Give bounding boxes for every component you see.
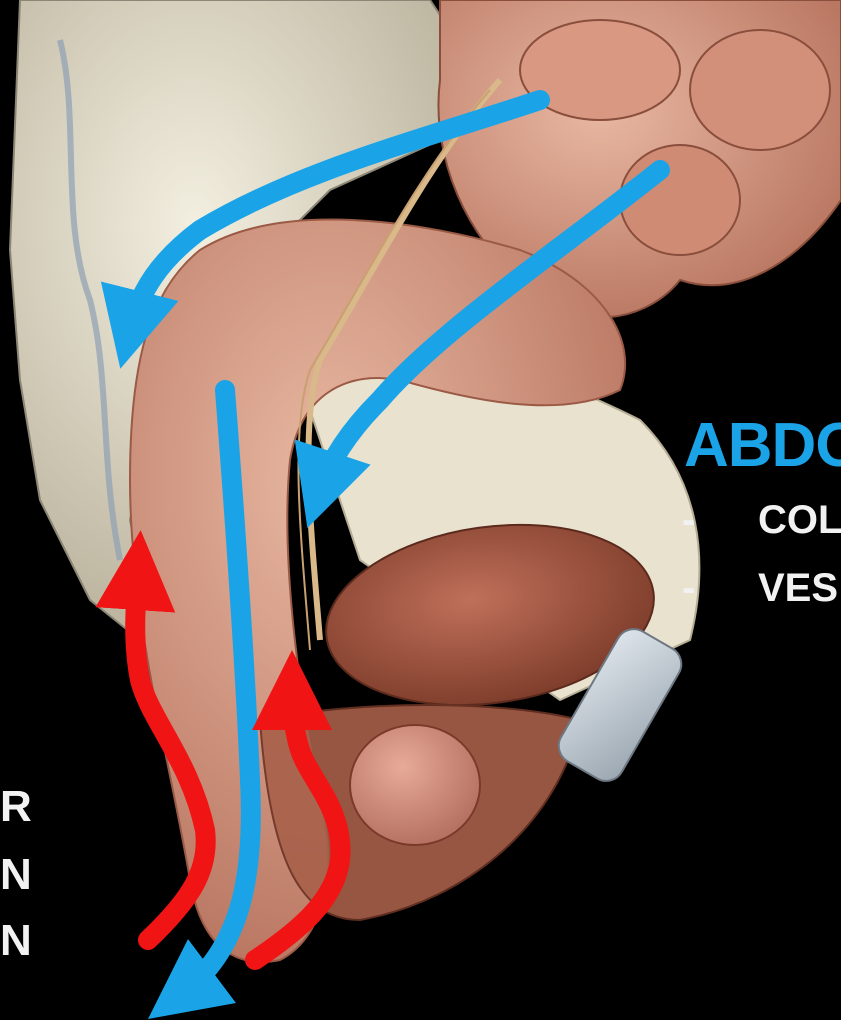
bullet-dash: - [682,498,695,543]
left-text-fragment-1: R [0,782,32,832]
intestine-loop-2 [690,30,830,150]
intestine-loop-3 [620,145,740,255]
prostate [350,725,480,845]
bullet-item-2: VES [758,566,838,611]
section-heading: ABDO [684,410,841,481]
left-text-fragment-2: N [0,850,32,900]
bullet-item-1: COL [758,498,841,543]
bullet-dash: - [682,566,695,611]
left-text-fragment-3: N [0,916,32,966]
